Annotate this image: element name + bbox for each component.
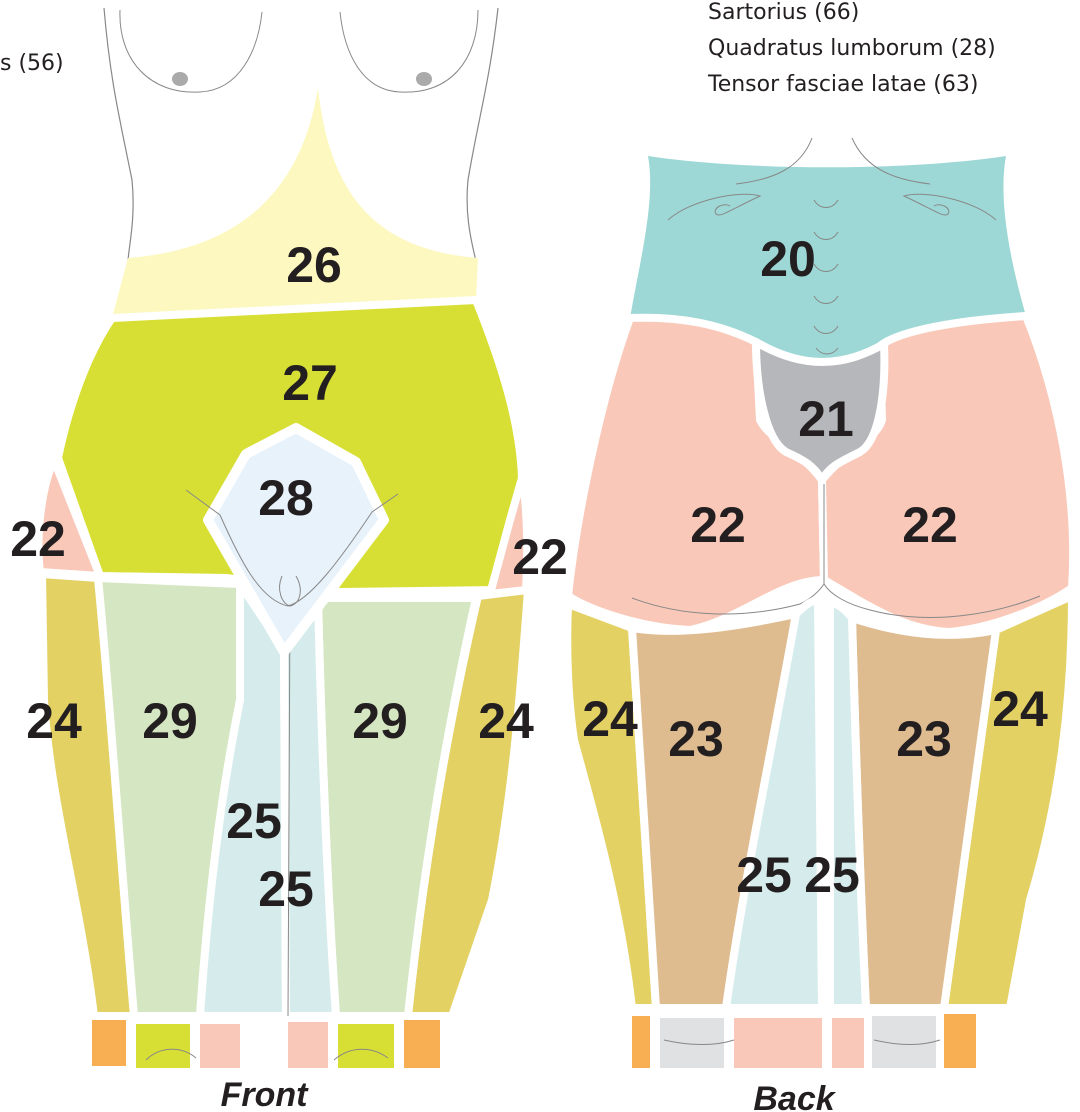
back-leg-gap xyxy=(822,610,826,1008)
back-view: 20 21 22 22 24 24 23 23 25 25 Back xyxy=(567,138,1073,1112)
front-knee-right-outer xyxy=(404,1020,440,1068)
front-label-29-left: 29 xyxy=(142,693,198,749)
back-label-24-left: 24 xyxy=(582,691,638,747)
front-knee-right-mid xyxy=(338,1024,394,1068)
front-torso-outline-right xyxy=(467,8,498,262)
front-label-22-right: 22 xyxy=(512,529,568,585)
front-view: 26 27 28 22 22 24 24 29 29 25 25 Front xyxy=(10,8,568,1112)
back-label-22-left: 22 xyxy=(690,497,746,553)
legend-item-sartorius: Sartorius (66) xyxy=(708,0,859,25)
front-label-25-lower: 25 xyxy=(258,861,314,917)
legend-item-quadratus-lumborum: Quadratus lumborum (28) xyxy=(708,36,996,61)
front-knee-left-outer xyxy=(92,1020,126,1066)
back-label-25-left: 25 xyxy=(736,847,792,903)
front-label-22-left: 22 xyxy=(10,511,66,567)
back-knee-left-outer xyxy=(632,1016,650,1068)
back-knee-band xyxy=(632,1014,976,1068)
front-knee-left-mid xyxy=(136,1024,190,1068)
legend-left-fragment: s (56) xyxy=(0,51,64,76)
front-torso-outline-left xyxy=(104,8,133,262)
back-label-25-right: 25 xyxy=(804,847,860,903)
back-knee-left-inner xyxy=(734,1018,822,1068)
front-breast-right xyxy=(340,10,478,92)
back-label-24-right: 24 xyxy=(992,681,1048,737)
back-label-20: 20 xyxy=(760,231,816,287)
back-knee-right-inner xyxy=(832,1018,864,1068)
front-nipple-right xyxy=(416,72,432,86)
back-knee-left-mid xyxy=(660,1018,724,1068)
legend-item-tensor-fasciae-latae: Tensor fasciae latae (63) xyxy=(707,72,978,97)
back-label-23-left: 23 xyxy=(668,711,724,767)
back-label-22-right: 22 xyxy=(902,497,958,553)
front-label-25-upper: 25 xyxy=(226,793,282,849)
front-label-28: 28 xyxy=(258,470,314,526)
front-knee-band xyxy=(92,1020,440,1068)
front-caption: Front xyxy=(221,1076,310,1112)
back-caption: Back xyxy=(753,1080,836,1112)
back-label-23-right: 23 xyxy=(896,711,952,767)
front-label-29-right: 29 xyxy=(352,693,408,749)
front-label-24-left: 24 xyxy=(26,693,82,749)
front-label-26: 26 xyxy=(286,237,342,293)
front-knee-left-inner xyxy=(200,1024,240,1068)
front-label-27: 27 xyxy=(282,355,338,411)
back-label-21: 21 xyxy=(798,391,854,447)
front-breast-left xyxy=(120,10,262,92)
back-knee-right-outer xyxy=(944,1014,976,1068)
front-nipple-left xyxy=(172,72,188,86)
front-knee-right-inner xyxy=(288,1022,328,1068)
front-label-24-right: 24 xyxy=(478,693,534,749)
